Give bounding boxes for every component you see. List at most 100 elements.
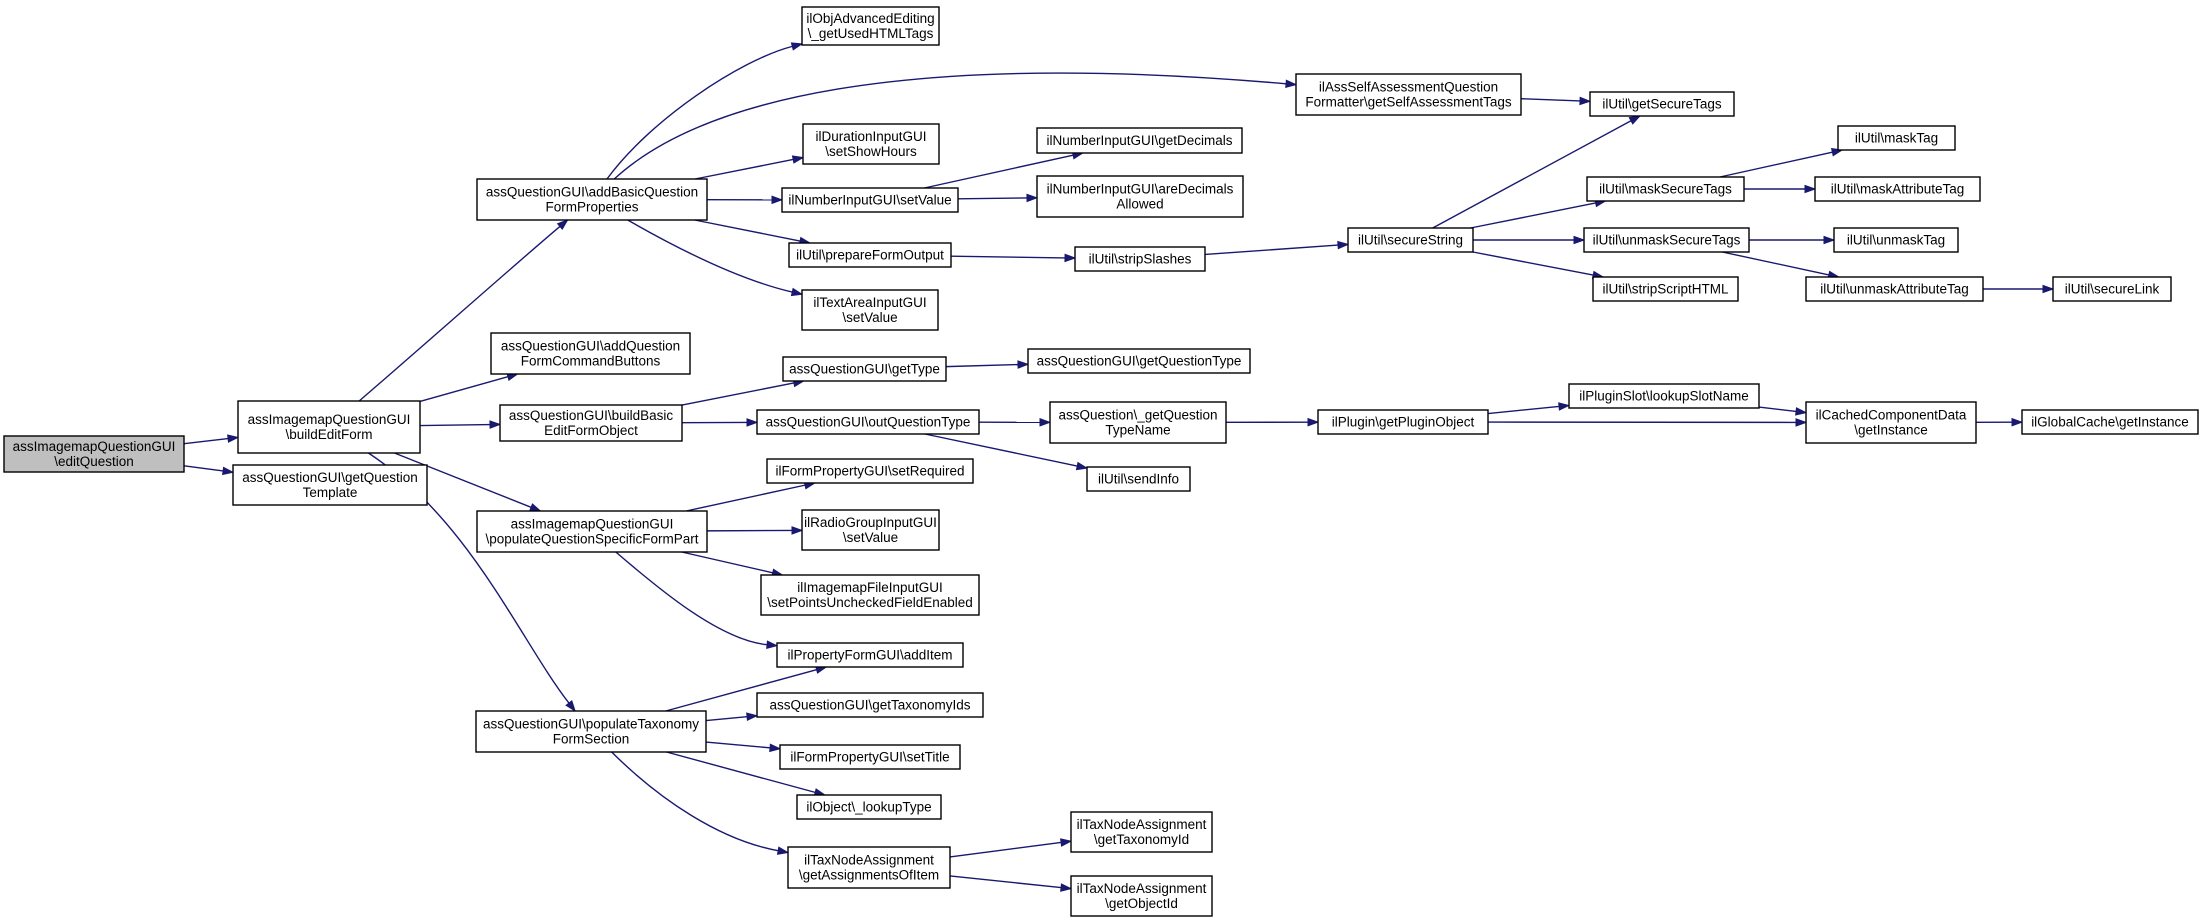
node-box	[756, 409, 980, 435]
function-node-set-points-unchecked[interactable]: ilImagemapFileInputGUI\setPointsUnchecke…	[760, 574, 980, 616]
function-node-strip-script-html[interactable]: ilUtil\stripScriptHTML	[1592, 276, 1739, 302]
function-node-lookup-slot-name[interactable]: ilPluginSlot\lookupSlotName	[1568, 383, 1760, 409]
edge-build-basic-efo-to-out-question-type	[681, 418, 759, 427]
edge-prepare-form-output-to-strip-slashes	[950, 253, 1077, 263]
node-label-line: ilNumberInputGUI\setValue	[788, 193, 951, 208]
function-node-prepare-form-output[interactable]: ilUtil\prepareFormOutput	[788, 242, 952, 268]
function-node-get-taxonomy-id[interactable]: ilTaxNodeAssignment\getTaxonomyId	[1070, 811, 1213, 853]
node-box	[232, 464, 428, 506]
function-node-get-assignments-of-item[interactable]: ilTaxNodeAssignment\getAssignmentsOfItem	[787, 846, 951, 889]
node-label-line: ilTextAreaInputGUI	[813, 295, 926, 310]
node-label-line: \getInstance	[1854, 423, 1928, 438]
function-node-secure-string[interactable]: ilUtil\secureString	[1347, 227, 1474, 253]
node-label-line: ilUtil\getSecureTags	[1602, 97, 1722, 112]
node-box	[801, 289, 939, 331]
function-node-add-item[interactable]: ilPropertyFormGUI\addItem	[776, 642, 964, 668]
node-label-line: FormProperties	[545, 200, 638, 215]
function-node-get-type[interactable]: assQuestionGUI\getType	[782, 356, 947, 382]
node-label-line: ilUtil\secureLink	[2065, 282, 2160, 297]
function-node-add-basic-qfp[interactable]: assQuestionGUI\addBasicQuestionFormPrope…	[476, 178, 708, 221]
edge-populate-tfs-to-get-taxonomy-ids	[705, 712, 759, 722]
function-node-get-used-htmltags[interactable]: ilObjAdvancedEditing\_getUsedHTMLTags	[801, 6, 940, 46]
function-node-mask-secure-tags[interactable]: ilUtil\maskSecureTags	[1586, 176, 1745, 202]
edge-add-basic-qfp-to-ta-set-value	[627, 219, 804, 297]
edge-root-to-build-edit-form	[183, 434, 240, 445]
function-node-set-title[interactable]: ilFormPropertyGUI\setTitle	[779, 744, 961, 770]
function-node-unmask-secure-tags[interactable]: ilUtil\unmaskSecureTags	[1583, 227, 1750, 253]
node-box	[1036, 127, 1243, 154]
node-box	[1592, 276, 1739, 302]
function-node-ta-set-value[interactable]: ilTextAreaInputGUI\setValue	[801, 289, 939, 331]
node-label-line: ilUtil\secureString	[1358, 233, 1463, 248]
function-node-get-question-type[interactable]: assQuestionGUI\getQuestionType	[1027, 348, 1251, 374]
function-node-gc-get-instance[interactable]: ilGlobalCache\getInstance	[2021, 409, 2199, 435]
node-label-line: ilUtil\sendInfo	[1098, 472, 1179, 487]
function-node-send-info[interactable]: ilUtil\sendInfo	[1086, 466, 1191, 492]
edge-get-plugin-object-to-ccd-get-instance	[1487, 418, 1808, 427]
function-node-unmask-tag[interactable]: ilUtil\unmaskTag	[1833, 227, 1959, 253]
edge-unmask-secure-tags-to-unmask-tag	[1749, 235, 1836, 245]
edge-secure-string-to-mask-secure-tags	[1470, 198, 1607, 229]
nodes: assImagemapQuestionGUI\editQuestion assIm…	[3, 6, 2199, 917]
edge-populate-qsfp-to-rg-set-value	[706, 526, 804, 535]
node-label-line: ilObjAdvancedEditing	[806, 11, 934, 26]
edge-mask-secure-tags-to-mask-tag	[1719, 148, 1844, 178]
function-node-get-decimals[interactable]: ilNumberInputGUI\getDecimals	[1036, 127, 1243, 154]
node-box	[1814, 176, 1981, 202]
edge-get-question-type-name-to-get-plugin-object	[1225, 417, 1320, 427]
edge-out-question-type-to-send-info	[924, 433, 1089, 471]
edge-populate-qsfp-to-add-item	[615, 551, 779, 649]
edge-lookup-slot-name-to-ccd-get-instance	[1758, 406, 1808, 416]
function-node-n-set-value[interactable]: ilNumberInputGUI\setValue	[781, 187, 959, 213]
node-label-line: Formatter\getSelfAssessmentTags	[1305, 95, 1512, 110]
function-node-get-secure-tags[interactable]: ilUtil\getSecureTags	[1589, 91, 1735, 117]
node-box	[1027, 348, 1251, 374]
edge-n-set-value-to-are-decimals-allowed	[957, 193, 1039, 203]
function-node-strip-slashes[interactable]: ilUtil\stripSlashes	[1074, 246, 1206, 272]
function-node-populate-qsfp[interactable]: assImagemapQuestionGUI\populateQuestionS…	[476, 510, 708, 553]
node-label-line: ilCachedComponentData	[1816, 408, 1967, 423]
edge-add-basic-qfp-to-set-show-hours	[694, 155, 805, 180]
edge-get-assignments-of-item-to-get-taxonomy-id	[949, 838, 1073, 858]
function-node-secure-link[interactable]: ilUtil\secureLink	[2052, 276, 2172, 302]
function-node-ccd-get-instance[interactable]: ilCachedComponentData\getInstance	[1805, 401, 1977, 444]
function-node-unmask-attribute-tag[interactable]: ilUtil\unmaskAttributeTag	[1805, 276, 1984, 302]
function-node-lookup-type[interactable]: ilObject\_lookupType	[796, 794, 942, 820]
node-box	[801, 509, 940, 551]
node-label-line: assQuestionGUI\populateTaxonomy	[483, 717, 699, 732]
node-label-line: \setValue	[843, 530, 898, 545]
node-label-line: ilNumberInputGUI\areDecimals	[1047, 182, 1234, 197]
function-node-build-edit-form[interactable]: assImagemapQuestionGUI\buildEditForm	[237, 400, 421, 454]
function-node-get-plugin-object[interactable]: ilPlugin\getPluginObject	[1317, 409, 1489, 435]
node-box	[476, 178, 708, 221]
function-node-out-question-type[interactable]: assQuestionGUI\outQuestionType	[756, 409, 980, 435]
node-label-line: \buildEditForm	[285, 427, 372, 442]
node-label-line: ilDurationInputGUI	[815, 129, 926, 144]
function-node-set-required[interactable]: ilFormPropertyGUI\setRequired	[766, 458, 974, 484]
function-node-populate-tfs[interactable]: assQuestionGUI\populateTaxonomyFormSecti…	[475, 710, 707, 753]
node-label-line: assQuestionGUI\addQuestion	[501, 339, 680, 354]
edge-secure-string-to-unmask-secure-tags	[1473, 235, 1586, 245]
node-label-line: ilUtil\stripScriptHTML	[1602, 282, 1729, 297]
function-node-get-taxonomy-ids[interactable]: assQuestionGUI\getTaxonomyIds	[756, 692, 984, 718]
function-node-get-self-assessment-tags[interactable]: ilAssSelfAssessmentQuestionFormatter\get…	[1295, 73, 1522, 116]
node-box	[1347, 227, 1474, 253]
node-label-line: ilFormPropertyGUI\setTitle	[790, 750, 949, 765]
node-box	[782, 356, 947, 382]
function-node-mask-attribute-tag[interactable]: ilUtil\maskAttributeTag	[1814, 176, 1981, 202]
function-node-get-object-id[interactable]: ilTaxNodeAssignment\getObjectId	[1070, 875, 1213, 917]
root-function-node: assImagemapQuestionGUI\editQuestion	[3, 435, 185, 473]
edge-populate-tfs-to-get-assignments-of-item	[611, 751, 790, 855]
function-node-rg-set-value[interactable]: ilRadioGroupInputGUI\setValue	[801, 509, 940, 551]
function-node-add-qfcb[interactable]: assQuestionGUI\addQuestionFormCommandBut…	[490, 332, 691, 375]
node-box	[1805, 401, 1977, 444]
function-node-set-show-hours[interactable]: ilDurationInputGUI\setShowHours	[802, 123, 940, 165]
node-label-line: \setPointsUncheckedFieldEnabled	[767, 595, 973, 610]
node-box	[1317, 409, 1489, 435]
function-node-mask-tag[interactable]: ilUtil\maskTag	[1837, 125, 1956, 151]
node-box	[490, 332, 691, 375]
